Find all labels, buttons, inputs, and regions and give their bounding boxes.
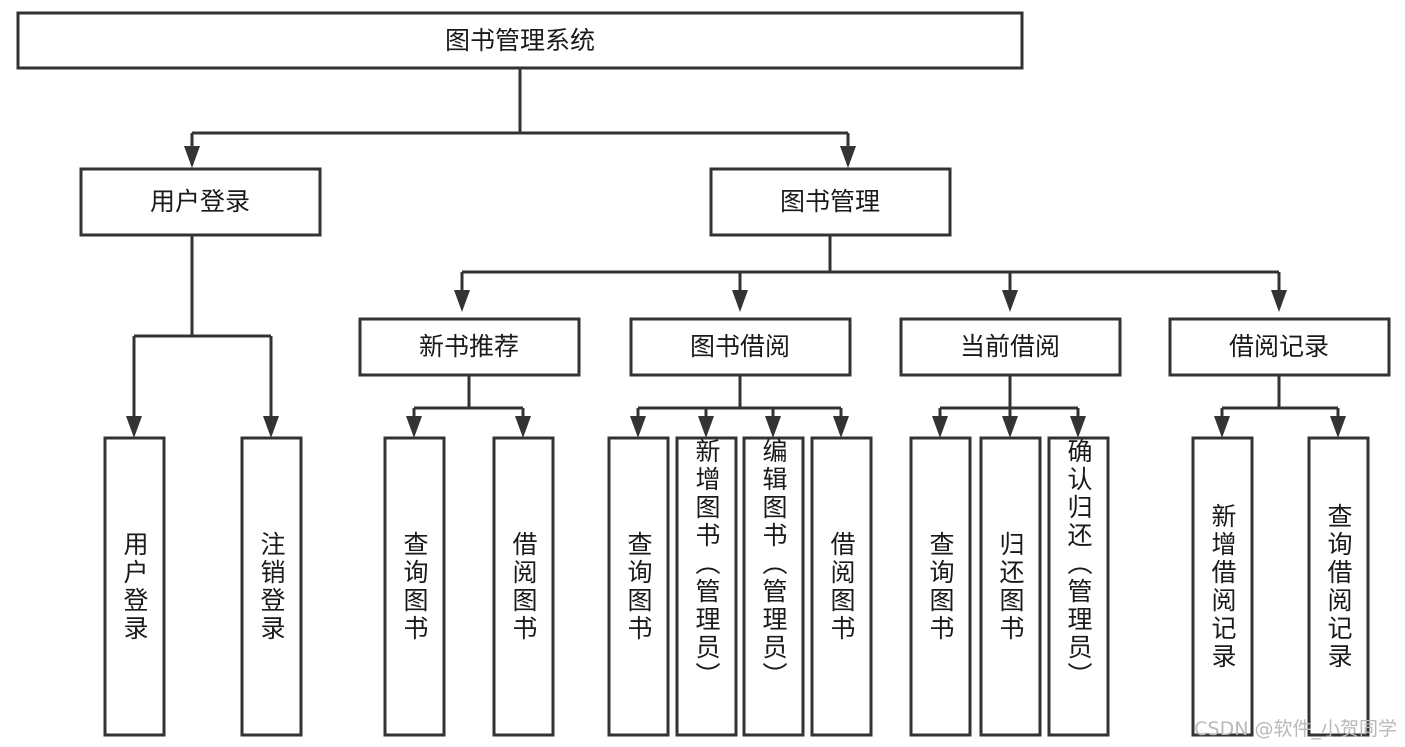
leaf-boxes-book-borrow xyxy=(607,436,873,737)
arrow-head-icon xyxy=(732,290,748,312)
arrow-head-icon xyxy=(840,146,856,168)
node-book-manage[interactable]: 图书管理 xyxy=(709,167,952,237)
arrow-head-icon xyxy=(1330,416,1346,438)
connector-book-borrow-to-leaves xyxy=(630,375,849,438)
connector-user-login-to-leaves xyxy=(126,235,279,438)
arrow-head-icon xyxy=(765,416,781,438)
leaf-box-current-borrow-1[interactable] xyxy=(909,436,972,737)
connector-root-to-level2 xyxy=(184,68,856,168)
watermark-text: CSDN @软件_小贺同学 xyxy=(1194,718,1397,740)
arrow-head-icon xyxy=(1271,290,1287,312)
node-root-label: 图书管理系统 xyxy=(445,26,595,55)
leaf-box-user-login-1[interactable] xyxy=(103,436,166,737)
leaf-boxes-user-login xyxy=(103,436,303,737)
node-new-book-recommend[interactable]: 新书推荐 xyxy=(358,317,581,377)
connector-current-borrow-to-leaves xyxy=(932,375,1086,438)
leaf-boxes-current-borrow xyxy=(909,436,1110,737)
arrow-head-icon xyxy=(1070,416,1086,438)
arrow-head-icon xyxy=(698,416,714,438)
node-book-manage-label: 图书管理 xyxy=(780,187,880,216)
node-root-system[interactable]: 图书管理系统 xyxy=(16,11,1024,70)
leaf-box-user-login-2[interactable] xyxy=(240,436,303,737)
leaf-box-book-borrow-4[interactable] xyxy=(810,436,873,737)
leaf-box-current-borrow-3[interactable] xyxy=(1047,436,1110,737)
connector-new-book-to-leaves xyxy=(406,375,531,438)
arrow-head-icon xyxy=(630,416,646,438)
leaf-box-book-borrow-1[interactable] xyxy=(607,436,670,737)
leaf-box-book-borrow-2[interactable] xyxy=(675,436,738,737)
arrow-head-icon xyxy=(1002,416,1018,438)
arrow-head-icon xyxy=(406,416,422,438)
node-book-borrow[interactable]: 图书借阅 xyxy=(629,317,852,377)
leaf-box-borrow-record-2[interactable] xyxy=(1307,436,1370,737)
arrow-head-icon xyxy=(184,146,200,168)
leaf-box-borrow-record-1[interactable] xyxy=(1191,436,1254,737)
connector-book-manage-to-level3 xyxy=(454,235,1287,312)
node-current-borrow[interactable]: 当前借阅 xyxy=(899,317,1122,377)
arrow-head-icon xyxy=(515,416,531,438)
arrow-head-icon xyxy=(126,416,142,438)
arrow-head-icon xyxy=(1002,290,1018,312)
node-new-book-recommend-label: 新书推荐 xyxy=(419,332,519,361)
node-current-borrow-label: 当前借阅 xyxy=(960,332,1060,361)
leaf-box-book-borrow-3[interactable] xyxy=(742,436,805,737)
node-user-login-label: 用户登录 xyxy=(150,187,250,216)
node-user-login[interactable]: 用户登录 xyxy=(79,167,322,237)
leaf-boxes-new-book xyxy=(383,436,555,737)
node-borrow-record[interactable]: 借阅记录 xyxy=(1168,317,1391,377)
node-borrow-record-label: 借阅记录 xyxy=(1229,332,1329,361)
arrow-head-icon xyxy=(263,416,279,438)
connector-borrow-record-to-leaves xyxy=(1214,375,1346,438)
leaf-boxes-borrow-record xyxy=(1191,436,1370,737)
leaf-box-new-book-1[interactable] xyxy=(383,436,446,737)
arrow-head-icon xyxy=(454,290,470,312)
leaf-box-current-borrow-2[interactable] xyxy=(979,436,1042,737)
leaf-box-new-book-2[interactable] xyxy=(492,436,555,737)
arrow-head-icon xyxy=(1214,416,1230,438)
arrow-head-icon xyxy=(932,416,948,438)
arrow-head-icon xyxy=(833,416,849,438)
node-book-borrow-label: 图书借阅 xyxy=(690,332,790,361)
